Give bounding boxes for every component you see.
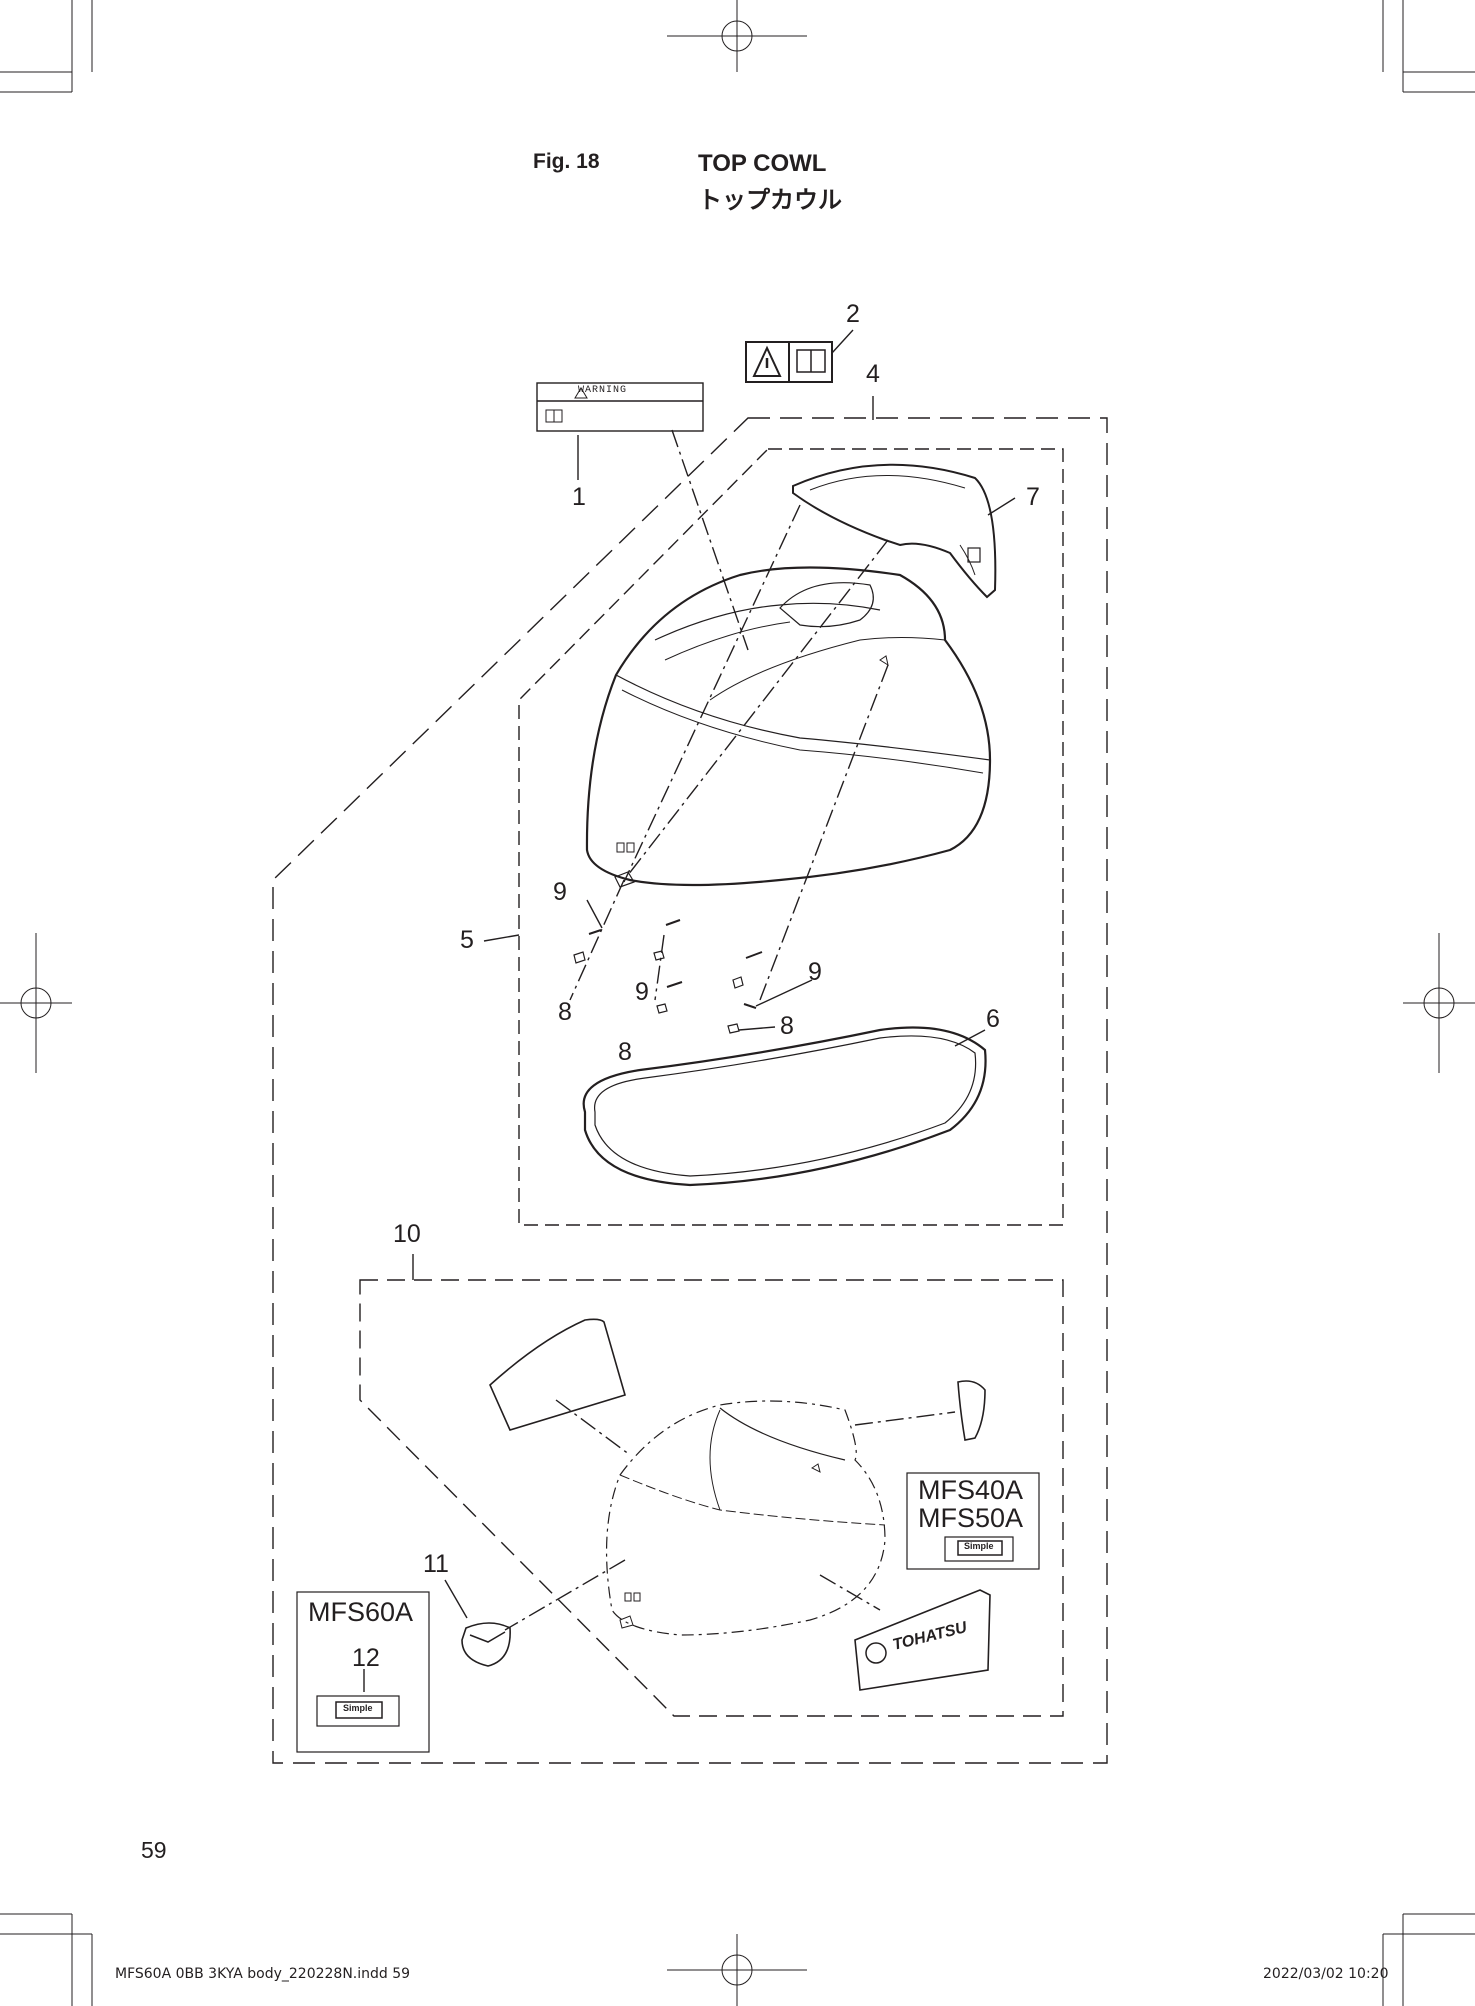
- callout-5: 5: [460, 926, 474, 954]
- assembly-outline-5: [518, 448, 1064, 1226]
- callout-1: 1: [572, 483, 586, 511]
- callout-2: 2: [846, 300, 860, 328]
- callout-9a: 9: [553, 878, 567, 906]
- model-label-mfs50a: MFS50A: [918, 1503, 1024, 1533]
- print-timestamp: 2022/03/02 10:20: [1263, 1966, 1389, 1982]
- badge-part-12: [316, 1695, 400, 1727]
- assembly-outline-4: [272, 417, 1108, 1764]
- model-label-mfs40a: MFS40A: [918, 1475, 1024, 1505]
- callout-11: 11: [423, 1550, 449, 1578]
- callout-6: 6: [986, 1005, 1000, 1033]
- badge-text: Simple: [343, 1703, 373, 1713]
- callout-8a: 8: [558, 998, 572, 1026]
- top-cowl-shell: [585, 566, 992, 887]
- callout-8b: 8: [618, 1038, 632, 1066]
- model-box-mfs60: [296, 1591, 430, 1753]
- washers-part-9: [588, 919, 763, 1009]
- figure-number: Fig. 18: [533, 150, 600, 173]
- warning-label-text: WARNING: [578, 385, 628, 396]
- cowl-lid-part-7: [792, 463, 997, 599]
- page-title-japanese: トップカウル: [698, 187, 842, 214]
- cowl-seal-part-6: [582, 1026, 987, 1187]
- emblem-part-11: [461, 1622, 511, 1667]
- warning-label-part-1: [536, 382, 704, 432]
- model-label-mfs60a: MFS60A: [308, 1597, 414, 1627]
- clips-part-8: [573, 950, 744, 1034]
- page-number: 59: [141, 1837, 167, 1863]
- badge-text-mfs40-50: Simple: [964, 1541, 994, 1551]
- decal-set-outline-10: [359, 1279, 1064, 1717]
- callout-4: 4: [866, 360, 880, 388]
- side-decal-right: [957, 1380, 986, 1441]
- callout-8c: 8: [780, 1012, 794, 1040]
- cowl-outline-small: [605, 1400, 886, 1636]
- page-title: TOP COWL: [698, 150, 827, 177]
- tohatsu-decal: [854, 1589, 991, 1691]
- callout-12: 12: [352, 1644, 380, 1672]
- side-decal-left: [489, 1318, 626, 1431]
- model-box-mfs40-50: [906, 1472, 1040, 1570]
- callout-9c: 9: [808, 958, 822, 986]
- callout-7: 7: [1026, 483, 1040, 511]
- callout-10: 10: [393, 1220, 421, 1248]
- callout-9b: 9: [635, 978, 649, 1006]
- file-slug: MFS60A 0BB 3KYA body_220228N.indd 59: [115, 1966, 411, 1982]
